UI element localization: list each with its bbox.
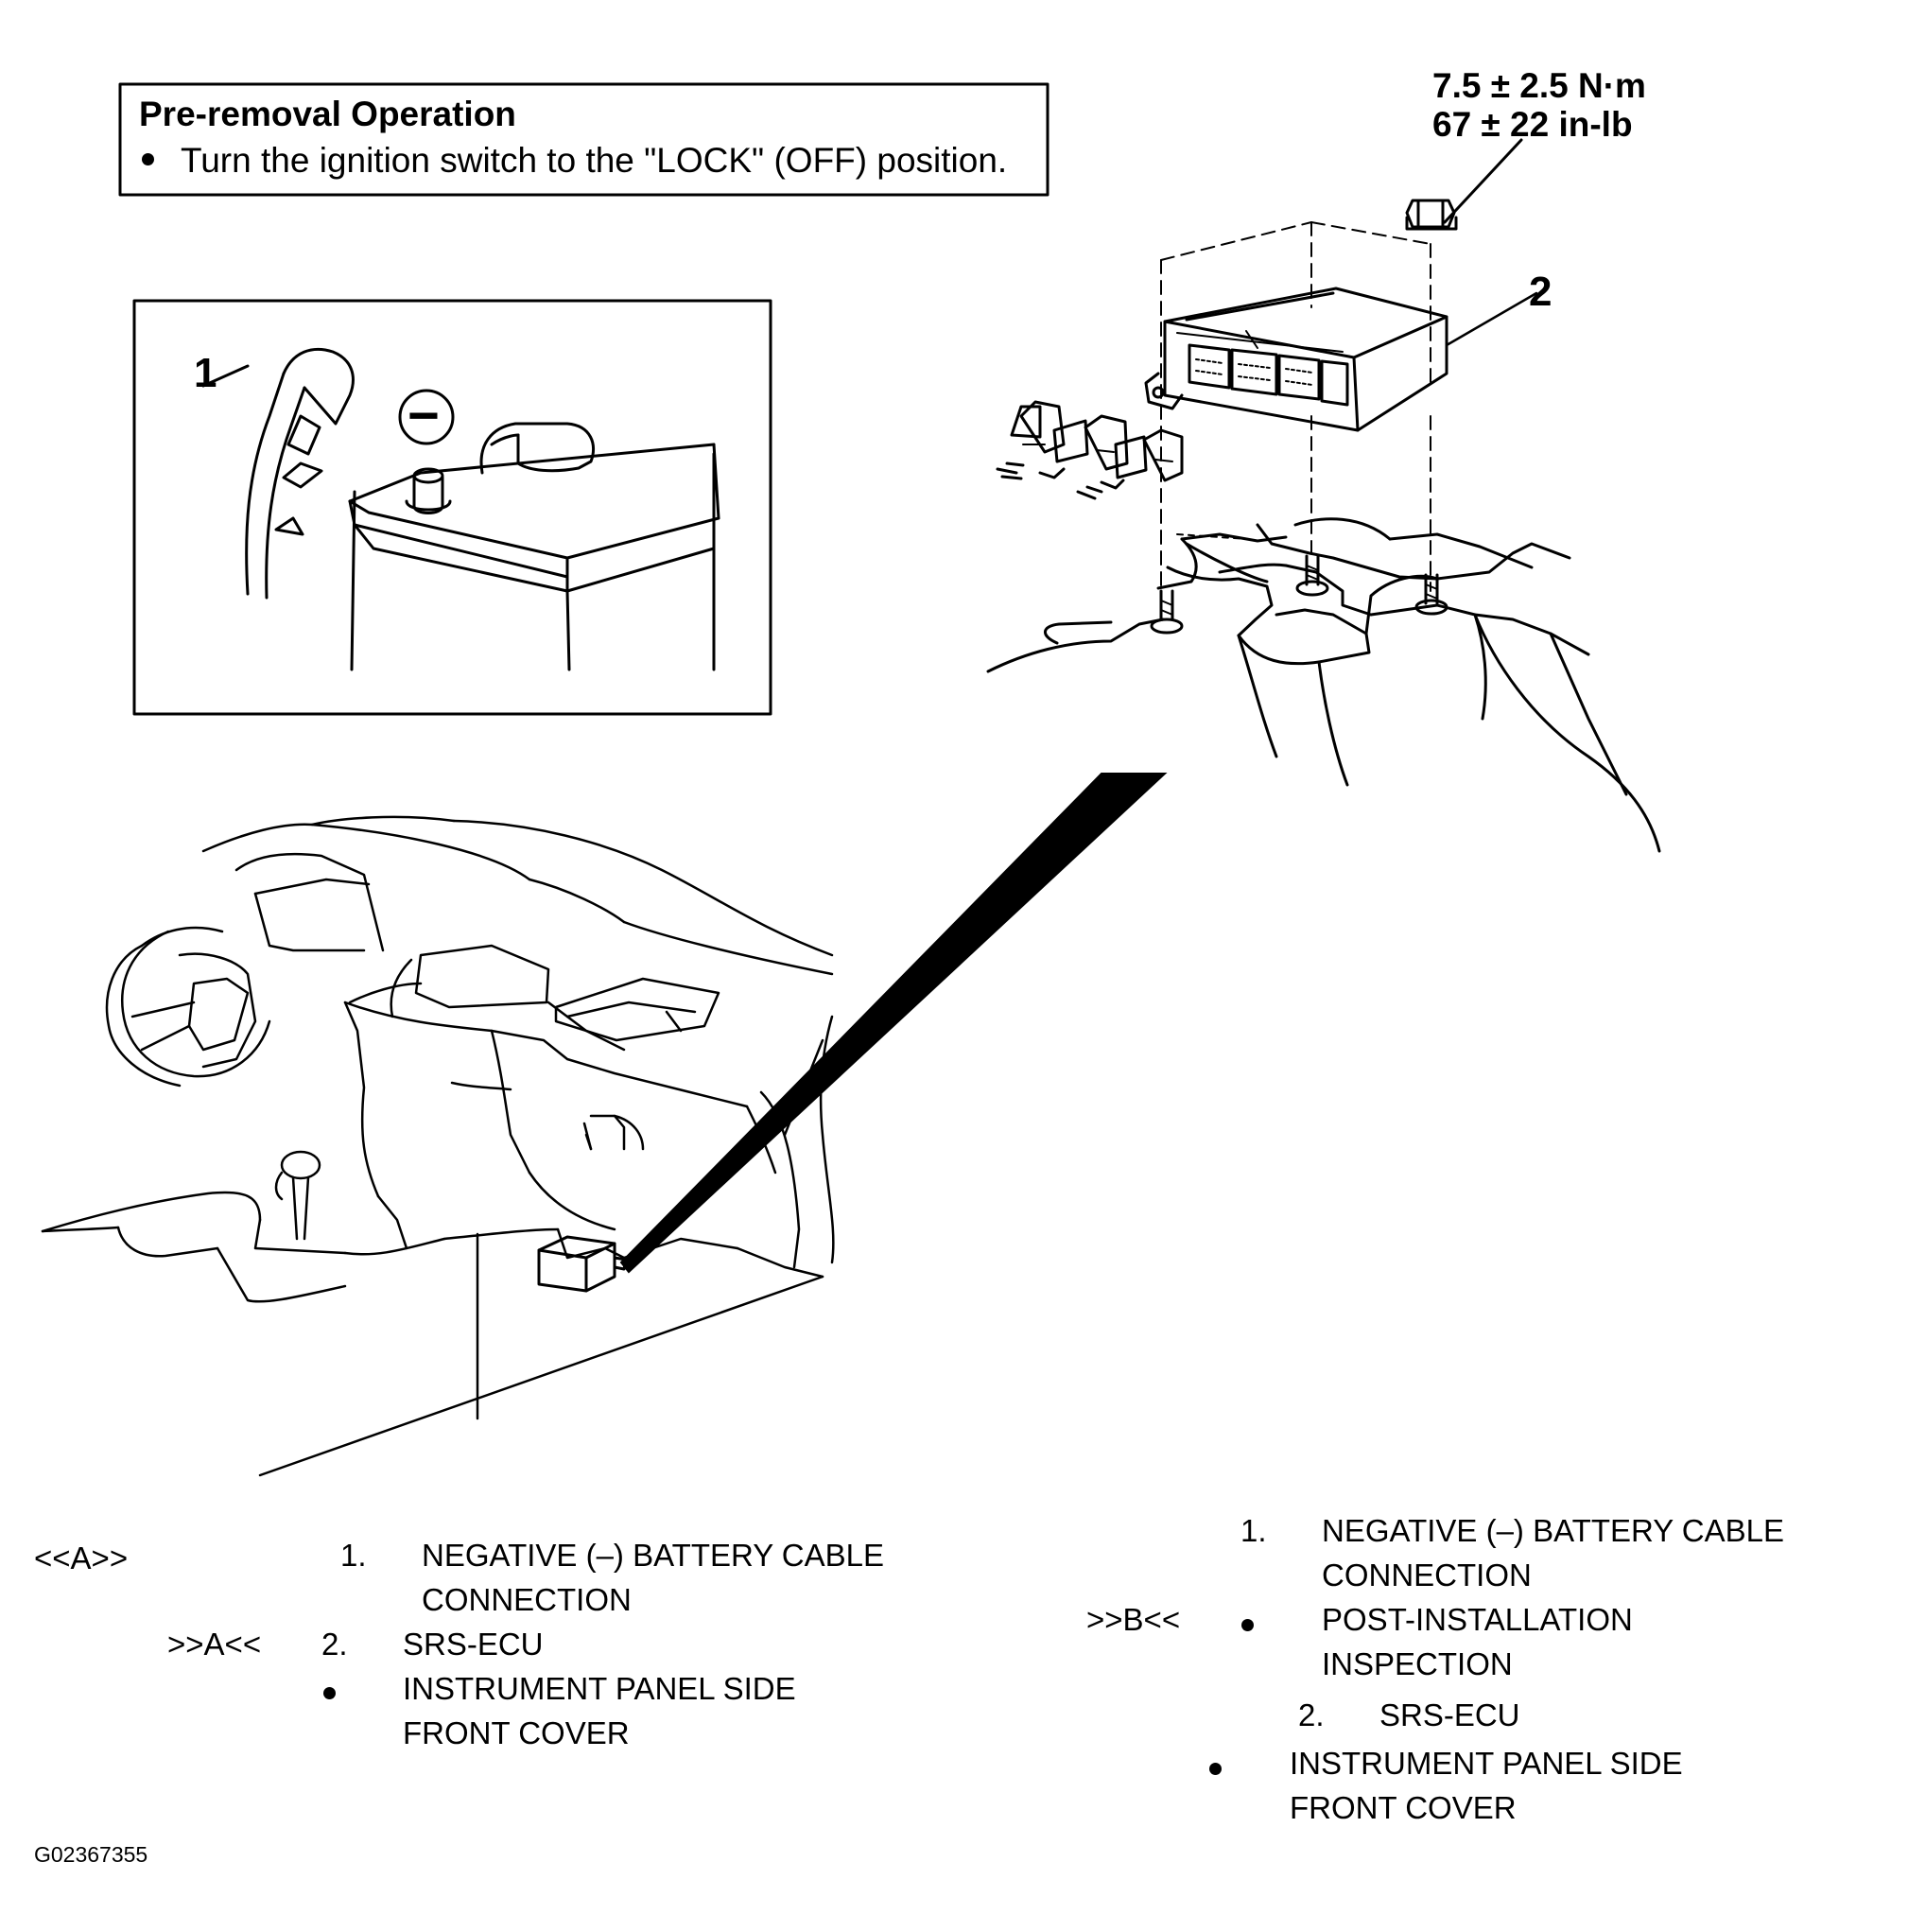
removal-item1-number: 1.	[340, 1538, 367, 1573]
install-item3-label: SRS-ECU	[1379, 1697, 1520, 1732]
bullet-icon	[323, 1687, 336, 1699]
install-item4-line2: FRONT COVER	[1290, 1790, 1517, 1825]
nut	[1405, 199, 1458, 231]
install-item1-number: 1.	[1240, 1513, 1267, 1548]
pre-removal-item: Turn the ignition switch to the "LOCK" (…	[181, 141, 1008, 180]
negative-symbol-label: −	[408, 385, 440, 446]
harness-connectors	[996, 400, 1184, 500]
removal-item1-line2: CONNECTION	[422, 1582, 632, 1617]
install-item2-line1: POST-INSTALLATION	[1322, 1602, 1633, 1637]
pre-removal-box	[118, 82, 1049, 197]
bullet-icon	[142, 153, 154, 165]
battery-cable	[201, 347, 355, 600]
removal-item3-line1: INSTRUMENT PANEL SIDE	[403, 1671, 796, 1706]
torque-metric: 7.5 ± 2.5 N·m	[1432, 66, 1646, 105]
battery	[348, 422, 720, 671]
install-item3-number: 2.	[1298, 1697, 1325, 1732]
step-b-marker: >>B<<	[1086, 1602, 1181, 1637]
negative-terminal-symbol	[398, 389, 455, 445]
removal-item2-number: 2.	[321, 1627, 348, 1662]
srs-ecu-unit	[1144, 287, 1538, 432]
torque-imperial: 67 ± 22 in-lb	[1432, 105, 1633, 144]
dashboard-sketch	[41, 815, 835, 1477]
step-a-removal-marker: <<A>>	[34, 1540, 129, 1575]
callout-2: 2	[1529, 269, 1552, 315]
bullet-icon	[1241, 1619, 1254, 1631]
install-item1-line2: CONNECTION	[1322, 1558, 1532, 1593]
pre-removal-title: Pre-removal Operation	[139, 95, 516, 133]
removal-item1-line1: NEGATIVE (–) BATTERY CABLE	[422, 1538, 885, 1573]
battery-inset-frame	[132, 299, 772, 716]
install-item4-line1: INSTRUMENT PANEL SIDE	[1290, 1746, 1683, 1781]
torque-leader	[1443, 138, 1523, 224]
mounting-floor	[986, 517, 1661, 853]
removal-item3-line2: FRONT COVER	[403, 1715, 630, 1750]
callout-1: 1	[194, 350, 217, 396]
step-a-install-marker: >>A<<	[167, 1627, 262, 1662]
install-item1-line1: NEGATIVE (–) BATTERY CABLE	[1322, 1513, 1785, 1548]
figure-id: G02367355	[34, 1842, 148, 1867]
pointer-wedge	[619, 773, 1168, 1274]
bullet-icon	[1209, 1763, 1222, 1775]
removal-item2-label: SRS-ECU	[403, 1627, 544, 1662]
srs-ecu-location-box	[537, 1235, 628, 1293]
install-item2-line2: INSPECTION	[1322, 1646, 1513, 1681]
alignment-lines	[1160, 221, 1431, 592]
